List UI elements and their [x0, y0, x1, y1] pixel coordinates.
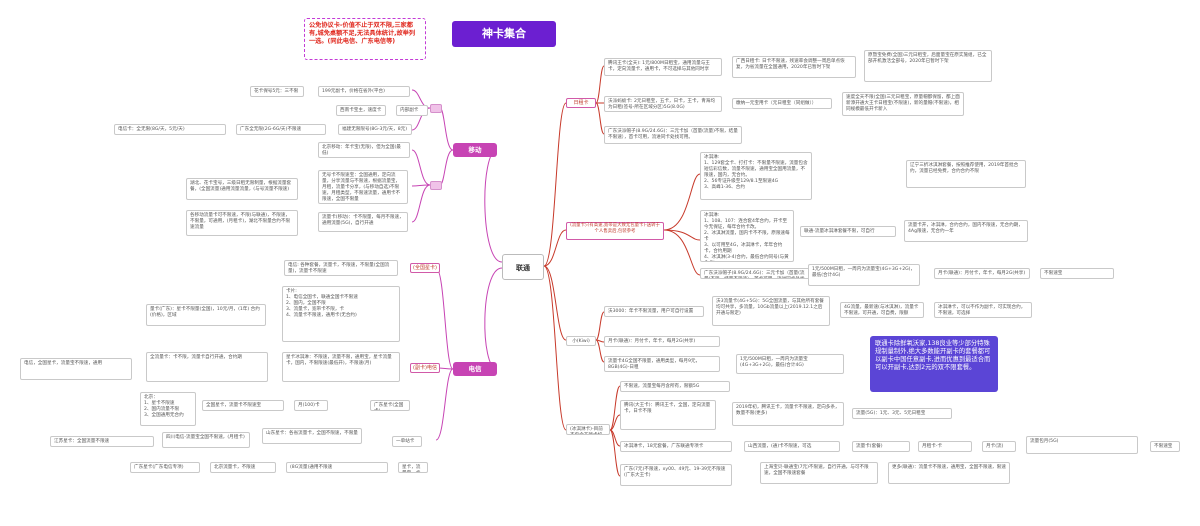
mobile-node: 内部副卡: [396, 105, 428, 116]
unicom-node: 上海宝贝-联通宝(7元)不限速，自行开通，与可不限速，全国不限速套餐: [760, 462, 878, 484]
telecom-node: 月(100)卡: [294, 400, 328, 411]
unicom-node: 速度全天不限(全国)三元日租宝，原量帽都保留，都上面新添开通大王卡日租宝(不限速…: [842, 92, 964, 116]
unicom-node: 流量卡4G全国不限量，通用类型，每月9元，8GB(4G)-日租: [604, 356, 720, 372]
unicom-category[interactable]: 日租卡: [566, 98, 596, 108]
unicom-node: 联通-流量冰淇淋套餐不限，可自行: [800, 226, 896, 237]
mobile-node: 电信卡：全无限(8G/天，5元/天): [114, 124, 226, 135]
unicom-node: 冰淇淋卡，可以不作为副卡，可实现合约，不限速，可选择: [934, 302, 1032, 318]
unicom-node: 冰淇淋卡，18元套餐，广东联通专项卡: [620, 441, 732, 452]
mobile-node: 福建无限限号(8G-3元/天，8元): [338, 124, 412, 135]
telecom-node: 电信，全国星卡，流量宝不限速，通用: [20, 358, 132, 380]
telecom-node: 卡片: 1、电信全国卡，联通全国卡不限速 2、国内，全国不限 3、流量卡，宽带卡…: [282, 286, 400, 342]
unicom-node: 广东沃派帽子(8.9G/24.6G)：三元卡加（首量(流量)不限，结量不限速），…: [604, 126, 742, 144]
mobile-node: 花卡保号5元：三不限: [250, 86, 304, 97]
mobile-node: 湖北、花卡宝号，三级日租无限制量，根据流量套餐，(全国流量)通用流量流量，(与号…: [186, 178, 298, 200]
unicom-node: 原暨宝免费(全国)三元日租宝，后面量宝在原实施组，已全部开机激活全部号，2020…: [864, 50, 992, 82]
unicom-node: 流量包月(5G): [1026, 436, 1138, 454]
unicom-node: 2019年初，腾讯王卡，流量卡不限速，定向多条，数量不限(更多): [732, 402, 844, 426]
unicom-node: 流量卡开，冰淇淋，合约合约，国内不限速，无合约期，4Ag限速，无合约一年: [904, 220, 1028, 242]
telecom-node: 量卡(广东)：星卡不限量(全国)，10元/月，(1年) 合约(价格)，区域: [146, 304, 266, 326]
unicom-node: 广西日租卡: 日卡不限速，残速率会调整一周后单点恢复，为省流量在全国通用，202…: [732, 56, 856, 78]
unicom-node: 缴纳一元宝用卡（元日租宝（同组做））: [732, 98, 832, 109]
root-node-unicom[interactable]: 联通: [502, 254, 544, 280]
telecom-node: 北京流量卡，不限速: [210, 462, 276, 473]
unicom-node: 山西流量，(通)卡不限速，可选: [744, 441, 840, 452]
telecom-node: 电信: 各种套餐，流量卡，不限速，不限量(全国流量)，流量卡不限速: [284, 260, 398, 276]
unicom-category[interactable]: 小(Kiwi): [566, 336, 596, 346]
telecom-node: 全流量卡：卡不限，流量卡自行开通，合约期: [146, 352, 268, 382]
unicom-node: 辽宁三折冰淇淋套餐，按照推荐使用，2019年首批合约，流量已经免费，合约合约不限: [906, 160, 1026, 188]
telecom-node: 广东星卡(广东电信专项): [130, 462, 200, 473]
telecom-node: 星卡，流量宝，卡不限速: [398, 462, 428, 473]
telecom-node: 一单站卡: [392, 436, 422, 447]
highlight-note: 联通卡除鲜氧沃家,138良业等少部分特殊规制量制外,绝大多数能开副卡的套餐都可以…: [870, 336, 998, 392]
mobile-subgroup-2[interactable]: [430, 181, 442, 190]
unicom-node: 腾讯王卡(全天): 1元/800M日租宝，通用流量与王卡，定向流量卡，通用卡，不…: [604, 58, 722, 76]
unicom-node: 更多(联通)：流量卡不限速，通用宝，全国不限速，限速: [888, 462, 1010, 484]
telecom-label[interactable]: (副卡)电信: [410, 363, 440, 373]
telecom-node: 山东星卡：各省流量卡，全国不限速，不限量: [262, 428, 362, 444]
unicom-node: 不限速宝: [1150, 441, 1180, 452]
mobile-node: 广东全无限(2G-6G/天)不限速: [236, 124, 326, 135]
telecom-node: (8G流量)通用不限速: [286, 462, 388, 473]
telecom-node: 星卡冰淇淋：不限速，流量不限，通用宝，星卡流量卡，国内，不限限速(最低开)，不限…: [282, 352, 400, 382]
mobile-subgroup-1[interactable]: [430, 104, 442, 113]
telecom-node: 北京： 1、星卡不限速 2、国内流量不限 3、全国通用无合约: [140, 392, 196, 426]
unicom-node: 流量卡(套餐): [852, 441, 910, 452]
unicom-node: 4G流量，最新速(与冰淇淋)，流量卡不限速，可开通，可自费，限额: [840, 302, 924, 318]
unicom-node: 1元/500M日租，一周内为流量宝(4G+3G+2G)，最低(合计4G): [736, 354, 844, 374]
mobile-node: 北京移动：年卡宝(无限)，但为全国(最低): [318, 142, 410, 158]
unicom-node: 月卡(流): [982, 441, 1016, 452]
branch-mobile[interactable]: 移动: [453, 143, 497, 157]
unicom-node: 月卡(联通)：月付卡，年卡，每月2G(共享): [934, 268, 1030, 279]
telecom-branch-lines: [435, 267, 503, 441]
unicom-node: 1元/500M日租，一周内为流量宝(4G+3G+2G)，最低(合计4G): [808, 264, 920, 286]
mobile-node: 199元副卡，价格在省外(平台): [318, 86, 410, 97]
branch-telecom[interactable]: 电信: [453, 362, 497, 376]
telecom-node: 广东星卡(全国卡): [370, 400, 410, 411]
telecom-label[interactable]: (全国星卡): [410, 263, 440, 273]
unicom-node: 沃3流量卡(4G+5G)：5G全国流量，与其他所有套餐均可共享，多流量，10Gb…: [712, 296, 830, 326]
mobile-node: 无号卡不限速宝：全国通用，定向流量，分享流量与不限速，根据流量宝，月租，流量卡分…: [318, 170, 408, 204]
telecom-node: 全国星卡，流量卡不限速宝: [202, 400, 284, 411]
unicom-node: 广东沃派帽子(8.9G/24.6G)：三元卡加（首量(流量)不限，结量不限速），…: [700, 268, 810, 279]
unicom-node: 冰淇淋: 1、129套全卡、打打卡：不限量不限速，流量包含短信彩信数，流量不限速…: [700, 152, 812, 200]
telecom-node: 江苏星卡：全国流量不限速: [50, 436, 154, 447]
mindmap-title: 神卡集合: [452, 21, 556, 47]
unicom-node: 不限速，流量宝每月含所有，限额5G: [620, 381, 730, 392]
mobile-node: 西南卡宝主，速度卡: [336, 105, 386, 116]
mobile-node: 各移动流量卡可不限速，不限(与联通)，不限速，不限量，可通用，(月租卡)，湖北不…: [186, 210, 298, 236]
unicom-node: 沃3000：年卡不限流量，用户可自行设置: [604, 306, 704, 317]
unicom-node: 冰淇淋: 1、108、107：连合套4年合约，开卡至今无保证，每年合约卡改。 2…: [700, 210, 794, 262]
unicom-category[interactable]: (冰淇淋卡)-目前不包含非新卡机: [566, 424, 610, 435]
unicom-node: 月租卡-卡: [918, 441, 972, 452]
notice-box: 公免协议卡-价值不止于双不限,三家都有,城免桌额不足,无法具体统计,故举列一选。…: [304, 18, 426, 60]
telecom-node: 四川电信-流量宝全国不限速，(月租卡): [162, 432, 250, 448]
unicom-node: 腾讯(大王卡)：腾讯王卡，全国，定向流量卡，日卡不限: [620, 400, 716, 430]
unicom-node: 广东(7元)不限速，xy00、49元、19-39元不限速(广东大王卡): [620, 464, 732, 486]
unicom-node: 流量(5G)：1元、3元、5元日租宝: [852, 408, 952, 419]
unicom-node: 月卡(联通)：月付卡，年卡，每月2G(共享): [604, 336, 720, 347]
unicom-node: 沃派蚂蚁卡: 2元日租宝，五卡，日卡，王卡，青海均为日租(签号-所在区域分区)5…: [604, 96, 722, 112]
unicom-node: 不限速宝: [1040, 268, 1114, 279]
unicom-category[interactable]: (流量卡只有高速,宽带是大致无包量卡)-送转于个人售卖后,包装参考: [566, 222, 664, 240]
mobile-node: 流量卡(移动)：卡不限量，每月不限速，通用流量(5G)，自行开通: [318, 212, 408, 232]
